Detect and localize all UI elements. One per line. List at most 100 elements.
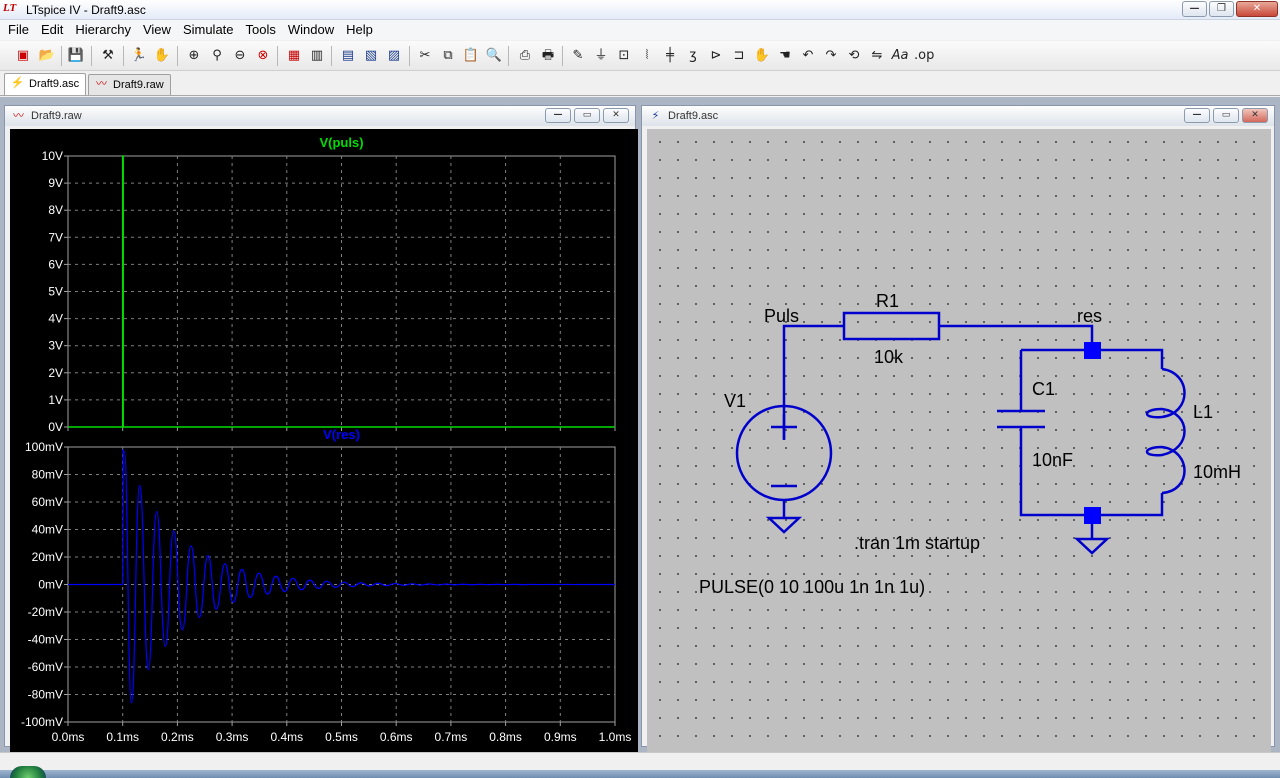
autorange-icon[interactable]: ▦ <box>287 48 301 63</box>
r1-value[interactable]: 10k <box>874 347 904 367</box>
print-setup-icon[interactable]: ⎙ <box>519 48 531 63</box>
tile-horizontal-icon[interactable]: ▤ <box>341 48 355 63</box>
delete-trace-icon[interactable]: ▥ <box>310 48 324 63</box>
y-tick-label: 0mV <box>38 578 63 592</box>
y-tick-label: 3V <box>48 339 63 353</box>
menu-help[interactable]: Help <box>346 22 373 37</box>
wire-puls[interactable] <box>782 324 844 439</box>
save-icon[interactable]: 💾 <box>67 48 85 63</box>
halt-hand-icon[interactable]: ✋ <box>153 48 171 63</box>
rotate-icon[interactable]: ⟲ <box>848 48 860 63</box>
find-icon[interactable]: 🔍 <box>485 48 503 63</box>
toolbar-separator <box>177 46 178 66</box>
menu-edit[interactable]: Edit <box>40 22 64 37</box>
diode-icon[interactable]: ⊳ <box>710 48 722 63</box>
undo-icon[interactable]: ↶ <box>802 48 814 63</box>
v1-value[interactable]: PULSE(0 10 100u 1n 1n 1u) <box>699 577 925 597</box>
waveform-window-title-bar: 〰 Draft9.raw — ▭ ✕ <box>5 106 635 126</box>
draw-wire-icon[interactable]: ✎ <box>572 48 584 63</box>
restore-button[interactable]: ❐ <box>1209 1 1234 17</box>
tab-draft9-raw[interactable]: 〰 Draft9.raw <box>88 74 171 95</box>
status-bar <box>0 752 1280 770</box>
tile-vertical-icon[interactable]: ▨ <box>387 48 401 63</box>
l1-value[interactable]: 10mH <box>1193 462 1241 482</box>
waveform-minimize-button[interactable]: — <box>545 108 571 123</box>
schematic-minimize-button[interactable]: — <box>1184 108 1210 123</box>
trace-title[interactable]: V(res) <box>323 427 360 442</box>
waveform-restore-button[interactable]: ▭ <box>574 108 600 123</box>
toolbar-separator <box>409 46 410 66</box>
copy-icon[interactable]: ⧉ <box>443 48 453 63</box>
drag-hand-icon[interactable]: ☚ <box>779 48 791 63</box>
voltage-source-v1[interactable] <box>735 404 833 502</box>
x-tick-label: 0.1ms <box>106 730 139 744</box>
paste-icon[interactable]: 📋 <box>462 48 480 63</box>
trace-v-res[interactable] <box>68 449 616 704</box>
resistor-icon[interactable]: ⦚ <box>645 48 649 63</box>
trace-v-puls[interactable] <box>68 155 615 428</box>
trace-title[interactable]: V(puls) <box>319 135 363 150</box>
toolbar-separator <box>61 46 62 66</box>
minimize-button[interactable]: — <box>1182 1 1207 17</box>
menu-window[interactable]: Window <box>287 22 335 37</box>
inductor-l1[interactable] <box>1145 367 1186 495</box>
menu-simulate[interactable]: Simulate <box>182 22 234 37</box>
zoom-fit-icon[interactable]: ⊗ <box>257 48 269 63</box>
ground-icon[interactable]: ⏚ <box>594 48 608 63</box>
wire-res-node[interactable] <box>1021 348 1164 369</box>
y-tick-label: 100mV <box>25 440 63 454</box>
schematic-canvas[interactable]: Puls res R1 10k C1 10nF L1 10mH V1 .tran… <box>647 129 1271 753</box>
x-tick-label: 0.6ms <box>380 730 413 744</box>
menu-hierarchy[interactable]: Hierarchy <box>75 22 131 37</box>
waveform-close-button[interactable]: ✕ <box>603 108 629 123</box>
net-label-res[interactable]: res <box>1077 306 1102 326</box>
menu-file[interactable]: File <box>8 22 29 37</box>
menu-view[interactable]: View <box>142 22 171 37</box>
net-label-puls[interactable]: Puls <box>764 306 799 326</box>
mirror-icon[interactable]: ⇋ <box>871 48 883 63</box>
open-folder-icon[interactable]: 📂 <box>38 48 56 63</box>
title-bar: LT LTspice IV - Draft9.asc — ❐ ✕ <box>0 0 1280 20</box>
wire-res-top[interactable] <box>939 324 1094 349</box>
toolbar-separator <box>277 46 278 66</box>
schematic-restore-button[interactable]: ▭ <box>1213 108 1239 123</box>
resistor-r1[interactable] <box>842 311 941 341</box>
redo-icon[interactable]: ↷ <box>825 48 837 63</box>
r1-name[interactable]: R1 <box>876 291 899 311</box>
inductor-icon[interactable]: ʒ <box>689 48 697 63</box>
c1-value[interactable]: 10nF <box>1032 450 1073 470</box>
run-icon[interactable]: 🏃 <box>130 48 148 63</box>
component-icon[interactable]: ⊐ <box>733 48 745 63</box>
menu-tools[interactable]: Tools <box>245 22 276 37</box>
schematic-close-button[interactable]: ✕ <box>1242 108 1268 123</box>
print-icon[interactable]: 🖶 <box>541 48 555 63</box>
tab-draft9-asc[interactable]: ⚡ Draft9.asc <box>4 73 87 95</box>
cut-icon[interactable]: ✂ <box>419 48 431 63</box>
move-hand-icon[interactable]: ✋ <box>753 48 771 63</box>
y-tick-label: 2V <box>48 366 63 380</box>
new-schematic-icon[interactable]: ▣ <box>16 48 30 63</box>
spice-directive-icon[interactable]: .op <box>914 48 935 63</box>
start-button[interactable] <box>10 766 46 778</box>
pan-icon[interactable]: ⚲ <box>212 48 222 63</box>
ground-icon[interactable] <box>1073 537 1111 555</box>
capacitor-icon[interactable]: ╪ <box>666 48 674 63</box>
v1-name[interactable]: V1 <box>724 391 746 411</box>
zoom-in-icon[interactable]: ⊕ <box>188 48 200 63</box>
zoom-out-icon[interactable]: ⊖ <box>234 48 246 63</box>
toolbar-separator <box>123 46 124 66</box>
ground-icon[interactable] <box>765 516 803 534</box>
label-net-icon[interactable]: ⊡ <box>618 48 630 63</box>
cascade-icon[interactable]: ▧ <box>364 48 378 63</box>
close-button[interactable]: ✕ <box>1236 1 1278 17</box>
x-tick-label: 0.0ms <box>52 730 85 744</box>
l1-name[interactable]: L1 <box>1193 402 1213 422</box>
spice-directive[interactable]: .tran 1m startup <box>854 533 980 553</box>
c1-name[interactable]: C1 <box>1032 379 1055 399</box>
tab-label: Draft9.asc <box>29 78 80 90</box>
control-panel-icon[interactable]: ⚒ <box>102 48 114 63</box>
text-icon[interactable]: Aa <box>891 48 909 63</box>
wire-c1-bottom[interactable] <box>1019 427 1164 517</box>
